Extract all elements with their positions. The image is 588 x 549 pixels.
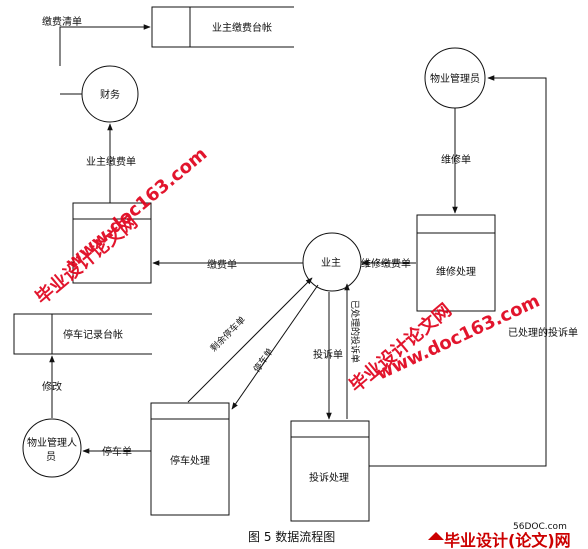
entity-property-manager-top-label: 物业管理员 [430,72,480,85]
flow-parking-apply-label: 停车单 [251,346,276,375]
flow-modify-label: 修改 [42,380,62,393]
flow-fee-form: 缴费单 [152,258,304,271]
flow-owner-fee-form: 业主缴费单 [86,123,136,203]
flow-parking-apply: 停车单 [231,284,319,410]
footer-logo: 56DOC.com 毕业设计(论文)网 [428,522,571,549]
entity-finance-label: 财务 [100,88,120,101]
flow-maintenance-fee-form-label: 维修缴费单 [361,257,411,270]
figure-caption: 图 5 数据流程图 [248,529,335,544]
flow-parking-form-label: 停车单 [102,445,132,458]
process-fee [72,202,152,284]
flow-maintenance-fee-form: 维修缴费单 [361,257,416,270]
footer-logo-small: 56DOC.com [513,522,567,532]
flow-handled-complaint-form-label: 已处理的投诉单 [508,326,578,339]
entity-finance: 财务 [81,65,139,123]
flow-complaint-form: 投诉单 [313,292,343,420]
entity-property-manager-bottom-line1: 物业管理人 [27,436,77,449]
flow-parking-form: 停车单 [82,445,151,458]
entity-owner: 业主 [302,232,362,292]
store-owner-fee-ledger: 业主缴费台帐 [151,6,294,48]
entity-owner-label: 业主 [321,257,341,269]
flow-fee-list-label: 缴费清单 [42,15,82,28]
entity-property-manager-bottom: 物业管理人 员 [22,418,82,478]
process-complaint: 投诉处理 [290,420,370,522]
flow-handled-complaint-reply: 已处理的投诉单 [344,283,361,419]
footer-logo-text: 毕业设计(论文)网 [444,531,571,549]
process-parking-label: 停车处理 [170,454,210,467]
flow-handled-complaint-reply-label: 已处理的投诉单 [349,300,361,363]
flow-fee-form-label: 缴费单 [207,258,237,271]
process-maintenance: 维修处理 [416,214,496,312]
store-owner-fee-ledger-label: 业主缴费台帐 [212,21,272,34]
flow-modify: 修改 [42,355,62,418]
flow-handled-complaint-form: 已处理的投诉单 [369,75,578,467]
flow-owner-fee-form-label: 业主缴费单 [86,155,136,168]
entity-property-manager-top: 物业管理员 [424,47,486,109]
flow-fee-list: 缴费清单 [42,15,151,66]
flow-repair-form-label: 维修单 [441,153,471,166]
flow-repair-form: 维修单 [441,108,471,214]
flow-complaint-form-label: 投诉单 [313,348,343,361]
footer-logo-icon [428,532,444,540]
store-parking-ledger: 停车记录台帐 [13,313,152,355]
store-parking-ledger-label: 停车记录台帐 [63,328,123,341]
process-maintenance-label: 维修处理 [436,265,476,278]
process-parking: 停车处理 [150,402,230,516]
entity-property-manager-bottom-line2: 员 [46,451,56,463]
process-complaint-label: 投诉处理 [309,471,349,484]
